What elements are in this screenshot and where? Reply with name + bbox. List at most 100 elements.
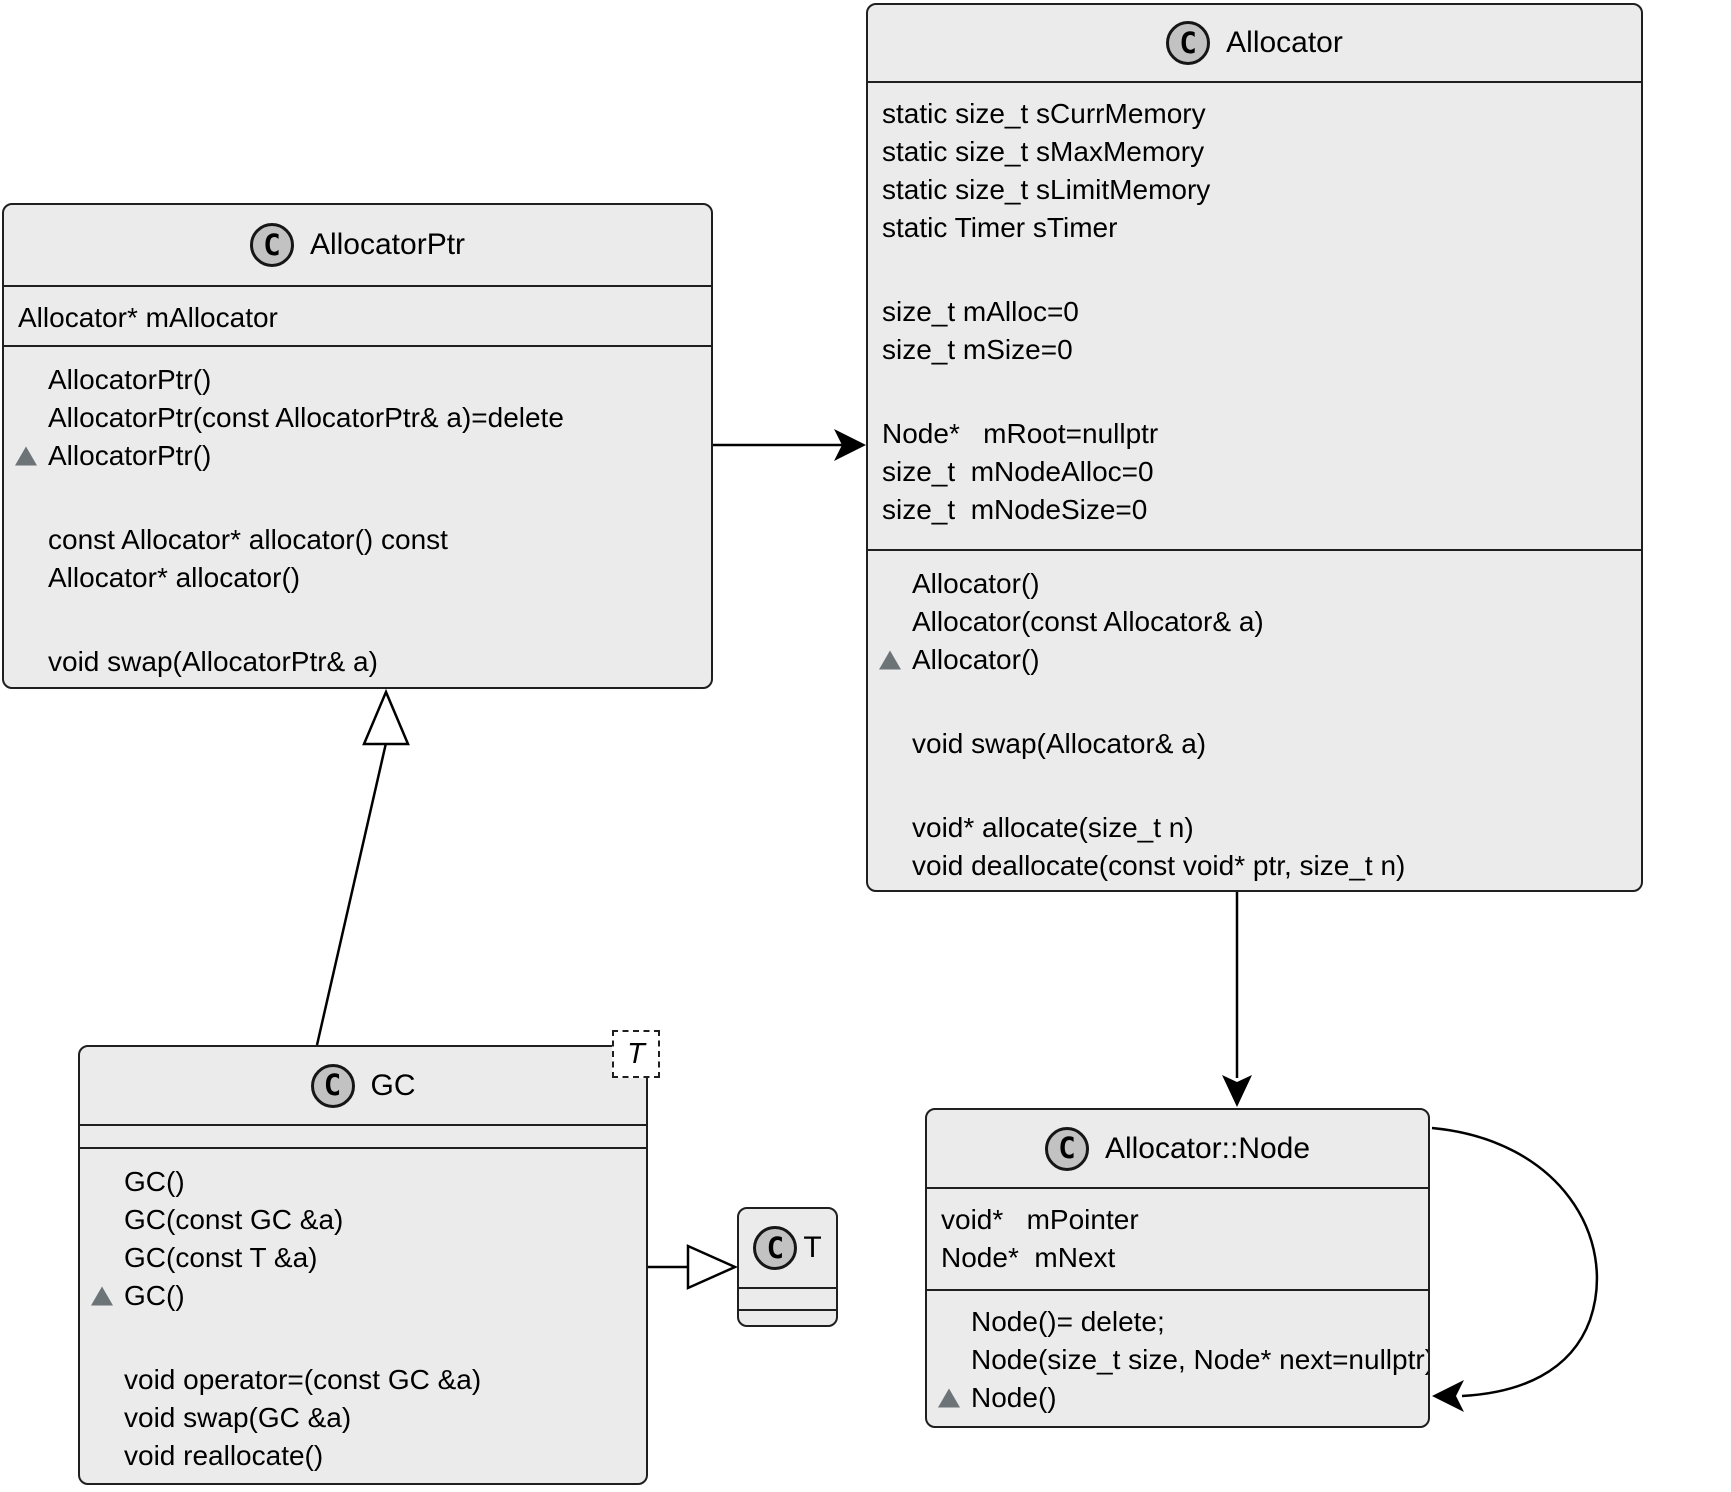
generalization-triangle-icon bbox=[686, 1244, 739, 1290]
member-label: void reallocate() bbox=[124, 1440, 324, 1471]
attributes-section-t bbox=[739, 1287, 836, 1309]
class-name-allocator-node: Allocator::Node bbox=[1104, 1131, 1311, 1165]
member-label: Allocator* mAllocator bbox=[18, 302, 278, 333]
member-label: GC(const T &a) bbox=[124, 1242, 318, 1273]
member-row: size_t mSize=0 bbox=[868, 331, 1641, 369]
member-row: static size_t sLimitMemory bbox=[868, 171, 1641, 209]
member-row: GC(const T &a) bbox=[80, 1239, 646, 1277]
member-label: Node* mNext bbox=[941, 1242, 1116, 1273]
class-stereotype-icon: C bbox=[249, 223, 294, 267]
member-row: Node()= delete; bbox=[927, 1303, 1428, 1341]
attributes-section-allocator: static size_t sCurrMemory static size_t s… bbox=[868, 81, 1641, 549]
class-name-t: T bbox=[803, 1231, 822, 1264]
member-row: void swap(Allocator& a) bbox=[868, 725, 1641, 763]
generalization-triangle-icon bbox=[362, 688, 410, 746]
class-gc: C GC GC()GC(const GC &a)GC(const T &a)GC… bbox=[78, 1045, 648, 1485]
member-row: size_t mAlloc=0 bbox=[868, 293, 1641, 331]
member-row: GC(const GC &a) bbox=[80, 1201, 646, 1239]
destructor-marker-icon bbox=[938, 1388, 960, 1408]
member-label: Allocator() bbox=[912, 644, 1040, 675]
class-name-gc: GC bbox=[370, 1068, 416, 1102]
member-label: GC() bbox=[124, 1280, 185, 1311]
class-t: C T bbox=[737, 1207, 838, 1327]
member-row: Node* mNext bbox=[927, 1239, 1428, 1277]
member-label: GC() bbox=[124, 1166, 185, 1197]
methods-section-allocatorptr: AllocatorPtr()AllocatorPtr(const Allocat… bbox=[4, 345, 711, 687]
class-header-allocator-node: C Allocator::Node bbox=[927, 1110, 1428, 1187]
class-header-t: C T bbox=[739, 1209, 836, 1287]
member-label: void* allocate(size_t n) bbox=[912, 812, 1194, 843]
association-arrowhead-icon bbox=[1222, 1075, 1252, 1107]
member-label: AllocatorPtr() bbox=[48, 440, 212, 471]
member-row: Node(size_t size, Node* next=nullptr) bbox=[927, 1341, 1428, 1379]
member-row: void swap(GC &a) bbox=[80, 1399, 646, 1437]
association-arrowhead-icon bbox=[1432, 1380, 1464, 1412]
class-stereotype-icon: C bbox=[1044, 1126, 1089, 1171]
member-label: Node() bbox=[971, 1382, 1057, 1413]
methods-section-gc: GC() GC(const GC &a) GC(const T &a) GC() voi… bbox=[80, 1147, 646, 1483]
template-parameter-box: T bbox=[612, 1030, 660, 1078]
member-spacer bbox=[4, 597, 711, 643]
member-row: void reallocate() bbox=[80, 1437, 646, 1475]
member-label: void swap(Allocator& a) bbox=[912, 728, 1207, 759]
destructor-marker-icon bbox=[879, 650, 901, 670]
member-label: AllocatorPtr() bbox=[48, 364, 212, 395]
member-label: const Allocator* allocator() const bbox=[48, 524, 448, 555]
member-row: Allocator* mAllocator bbox=[4, 299, 711, 337]
destructor-marker-icon bbox=[15, 446, 37, 466]
member-spacer bbox=[868, 763, 1641, 809]
class-header-gc: C GC bbox=[80, 1047, 646, 1124]
member-spacer bbox=[80, 1315, 646, 1361]
class-header-allocatorptr: C AllocatorPtr bbox=[4, 205, 711, 285]
member-spacer bbox=[868, 369, 1641, 415]
member-label: static Timer sTimer bbox=[882, 212, 1118, 243]
generalization-line-gc-to-allocatorptr bbox=[315, 742, 388, 1046]
member-label: void swap(AllocatorPtr& a) bbox=[48, 646, 378, 677]
member-row: const Allocator* allocator() const bbox=[4, 521, 711, 559]
member-label: size_t mNodeAlloc=0 bbox=[882, 456, 1154, 487]
member-spacer bbox=[868, 247, 1641, 293]
member-label: size_t mAlloc=0 bbox=[882, 296, 1079, 327]
self-association-arc-node bbox=[1431, 1126, 1599, 1398]
member-label: Node(size_t size, Node* next=nullptr) bbox=[971, 1344, 1428, 1375]
member-row: Allocator() bbox=[868, 565, 1641, 603]
member-row: static size_t sCurrMemory bbox=[868, 95, 1641, 133]
class-name-allocatorptr: AllocatorPtr bbox=[309, 228, 466, 261]
member-row: AllocatorPtr() bbox=[4, 361, 711, 399]
member-label: void operator=(const GC &a) bbox=[124, 1364, 482, 1395]
member-row: Node* mRoot=nullptr bbox=[868, 415, 1641, 453]
member-label: Allocator() bbox=[912, 568, 1040, 599]
member-row: size_t mNodeSize=0 bbox=[868, 491, 1641, 529]
member-label: Node* mRoot=nullptr bbox=[882, 418, 1159, 449]
member-spacer bbox=[868, 679, 1641, 725]
member-label: Allocator(const Allocator& a) bbox=[912, 606, 1264, 637]
member-row: size_t mNodeAlloc=0 bbox=[868, 453, 1641, 491]
attributes-section-gc bbox=[80, 1124, 646, 1147]
member-row: static size_t sMaxMemory bbox=[868, 133, 1641, 171]
member-label: void* mPointer bbox=[941, 1204, 1139, 1235]
member-row: void* allocate(size_t n) bbox=[868, 809, 1641, 847]
member-label: GC(const GC &a) bbox=[124, 1204, 344, 1235]
member-row: GC() bbox=[80, 1163, 646, 1201]
destructor-member-row: GC() bbox=[80, 1277, 646, 1315]
methods-section-allocator: Allocator() Allocator(const Allocator& a)… bbox=[868, 549, 1641, 890]
attributes-section-allocatorptr: Allocator* mAllocator bbox=[4, 285, 711, 345]
class-allocatorptr: C AllocatorPtr Allocator* mAllocator All… bbox=[2, 203, 713, 689]
member-row: void deallocate(const void* ptr, size_t … bbox=[868, 847, 1641, 885]
methods-section-allocator-node: Node()= delete;Node(size_t size, Node* n… bbox=[927, 1289, 1428, 1426]
destructor-member-row: AllocatorPtr() bbox=[4, 437, 711, 475]
destructor-member-row: Node() bbox=[927, 1379, 1428, 1417]
member-label: Allocator* allocator() bbox=[48, 562, 301, 593]
member-label: size_t mSize=0 bbox=[882, 334, 1073, 365]
member-label: static size_t sCurrMemory bbox=[882, 98, 1206, 129]
member-label: static size_t sMaxMemory bbox=[882, 136, 1205, 167]
member-row: AllocatorPtr(const AllocatorPtr& a)=dele… bbox=[4, 399, 711, 437]
member-label: size_t mNodeSize=0 bbox=[882, 494, 1148, 525]
destructor-member-row: Allocator() bbox=[868, 641, 1641, 679]
destructor-marker-icon bbox=[91, 1286, 113, 1306]
member-row: Allocator(const Allocator& a) bbox=[868, 603, 1641, 641]
member-row: void operator=(const GC &a) bbox=[80, 1361, 646, 1399]
